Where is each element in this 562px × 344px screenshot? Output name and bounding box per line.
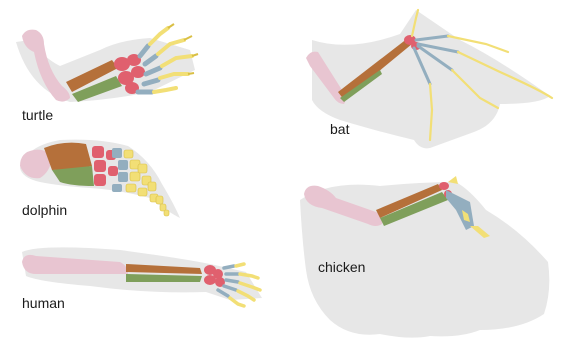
label-bat: bat [330,122,349,136]
chicken-limb [300,176,549,338]
dolphin-radius [44,143,92,170]
label-turtle: turtle [22,108,53,122]
turtle-limb [16,24,198,102]
label-human: human [22,296,65,310]
label-dolphin: dolphin [22,203,67,217]
label-chicken: chicken [318,260,365,274]
